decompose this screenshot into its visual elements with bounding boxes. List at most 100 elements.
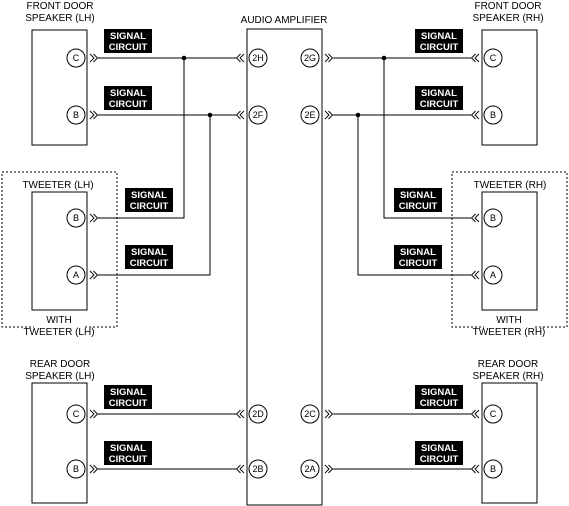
tweeter_rh-connector-A-stroke <box>470 270 476 280</box>
front_lh-box <box>31 29 88 146</box>
tweeter_lh-pin-B-label: B <box>73 213 79 223</box>
front_rh-box <box>481 29 538 146</box>
amp-connector-2E-stroke <box>324 110 330 120</box>
amp-connector-2B <box>235 464 245 474</box>
signal-tag-rear-lh-b-line1: SIGNAL <box>110 443 146 454</box>
signal-tag-rear-lh-c-line2: CIRCUIT <box>109 398 148 409</box>
tweeter-lh-title: TWEETER (LH) <box>22 180 93 191</box>
signal-tag-rear-lh-c-bg <box>104 385 152 409</box>
signal-tag-tweeter-rh-b-line1: SIGNAL <box>400 190 436 201</box>
front_rh-connector-C-stroke <box>474 53 480 63</box>
front_lh-pin-B <box>66 105 86 125</box>
amp-connector-2F-stroke <box>235 110 241 120</box>
signal-tag-rear-lh-b-bg <box>104 441 152 465</box>
front_lh-connector-B-stroke <box>89 110 95 120</box>
signal-tag-front-rh-c-line2: CIRCUIT <box>420 42 459 53</box>
signal-tag-tweeter-lh-b-line2: CIRCUIT <box>130 201 169 212</box>
tweeter_lh-connector-A <box>89 270 99 280</box>
amp-connector-2A-stroke <box>328 464 334 474</box>
rear_rh-connector-B-stroke <box>470 464 476 474</box>
splice-lh-front-c <box>181 55 187 61</box>
signal-tag-tweeter-rh-a-line2: CIRCUIT <box>399 258 438 269</box>
front_rh-pin-B <box>483 105 503 125</box>
front_rh-connector-C-stroke <box>470 53 476 63</box>
tweeter-rh-note-2: TWEETER (RH) <box>473 327 546 338</box>
amp-connector-2D-stroke <box>239 409 245 419</box>
rear-lh-label-1: REAR DOOR <box>30 359 91 370</box>
front-lh-label-2: SPEAKER (LH) <box>25 13 94 24</box>
tweeter-rh-title: TWEETER (RH) <box>474 180 547 191</box>
tweeter-rh-note-1: WITH <box>496 315 522 326</box>
signal-tag-front-lh-b-line2: CIRCUIT <box>109 99 148 110</box>
tweeter_rh-pin-B-label: B <box>490 213 496 223</box>
front_lh-connector-B-stroke <box>93 110 99 120</box>
rear-rh-label-2: SPEAKER (RH) <box>472 371 543 382</box>
rear_lh-connector-C <box>89 409 99 419</box>
amp-connector-2B-stroke <box>235 464 241 474</box>
amp-connector-2C-stroke <box>324 409 330 419</box>
amp-connector-2E <box>324 110 334 120</box>
amp-pin-2D <box>248 404 268 424</box>
amp-pin-2G-label: 2G <box>304 53 316 63</box>
tweeter_lh-connector-A-stroke <box>89 270 95 280</box>
signal-tag-tweeter-lh-b-bg <box>125 188 173 212</box>
front_rh-connector-B <box>470 110 480 120</box>
rear_rh-box <box>481 382 538 504</box>
signal-tag-rear-lh-c-line1: SIGNAL <box>110 387 146 398</box>
rear_lh-connector-B-stroke <box>89 464 95 474</box>
tweeter_rh-connector-B-stroke <box>474 213 480 223</box>
tweeter_rh-pin-A <box>483 265 503 285</box>
signal-tag-rear-rh-b-line2: CIRCUIT <box>420 454 459 465</box>
tweeter-lh-note-1: WITH <box>46 315 72 326</box>
tweeter_rh-connector-A <box>470 270 480 280</box>
amp-pin-2C <box>300 404 320 424</box>
rear_rh-pin-C <box>483 404 503 424</box>
amp-connector-2B-stroke <box>239 464 245 474</box>
tweeter_rh-pin-A-label: A <box>490 270 496 280</box>
amplifier-box <box>246 28 323 506</box>
signal-tag-tweeter-lh-a-line1: SIGNAL <box>131 247 167 258</box>
tweeter_lh-connector-B-stroke <box>89 213 95 223</box>
front_lh-pin-C-label: C <box>73 53 80 63</box>
signal-tag-front-rh-b-line1: SIGNAL <box>421 88 457 99</box>
signal-tag-front-lh-c-bg <box>104 29 152 53</box>
amp-pin-2E-label: 2E <box>304 110 315 120</box>
wire-tweeter-rh-a <box>357 115 471 276</box>
front_lh-connector-C-stroke <box>93 53 99 63</box>
front-lh-label-1: FRONT DOOR <box>26 1 93 12</box>
amp-connector-2A <box>324 464 334 474</box>
amp-connector-2G <box>324 53 334 63</box>
rear_lh-pin-B <box>66 459 86 479</box>
amp-connector-2E-stroke <box>328 110 334 120</box>
amp-pin-2B <box>248 459 268 479</box>
amp-pin-2A-label: 2A <box>304 464 315 474</box>
amp-connector-2D <box>235 409 245 419</box>
signal-tag-tweeter-lh-a-bg <box>125 245 173 269</box>
tweeter-rh-note-bg <box>484 312 534 338</box>
signal-tag-tweeter-lh-a-line2: CIRCUIT <box>130 258 169 269</box>
signal-tag-front-rh-b-bg <box>415 86 463 110</box>
tweeter_lh-connector-B <box>89 213 99 223</box>
rear-rh-label-1: REAR DOOR <box>478 359 539 370</box>
amp-pin-2A <box>300 459 320 479</box>
amp-pin-2F <box>248 105 268 125</box>
amp-pin-2G <box>300 48 320 68</box>
tweeter_lh-pin-B <box>66 208 86 228</box>
tweeter_lh-connector-A-stroke <box>93 270 99 280</box>
front_rh-pin-C-label: C <box>490 53 497 63</box>
signal-tag-front-rh-b-line2: CIRCUIT <box>420 99 459 110</box>
front_lh-connector-C-stroke <box>89 53 95 63</box>
front_lh-connector-C <box>89 53 99 63</box>
front-rh-label-2: SPEAKER (RH) <box>472 13 543 24</box>
tweeter-rh-option-frame <box>451 171 568 328</box>
front_lh-pin-C <box>66 48 86 68</box>
amp-connector-2H <box>235 53 245 63</box>
